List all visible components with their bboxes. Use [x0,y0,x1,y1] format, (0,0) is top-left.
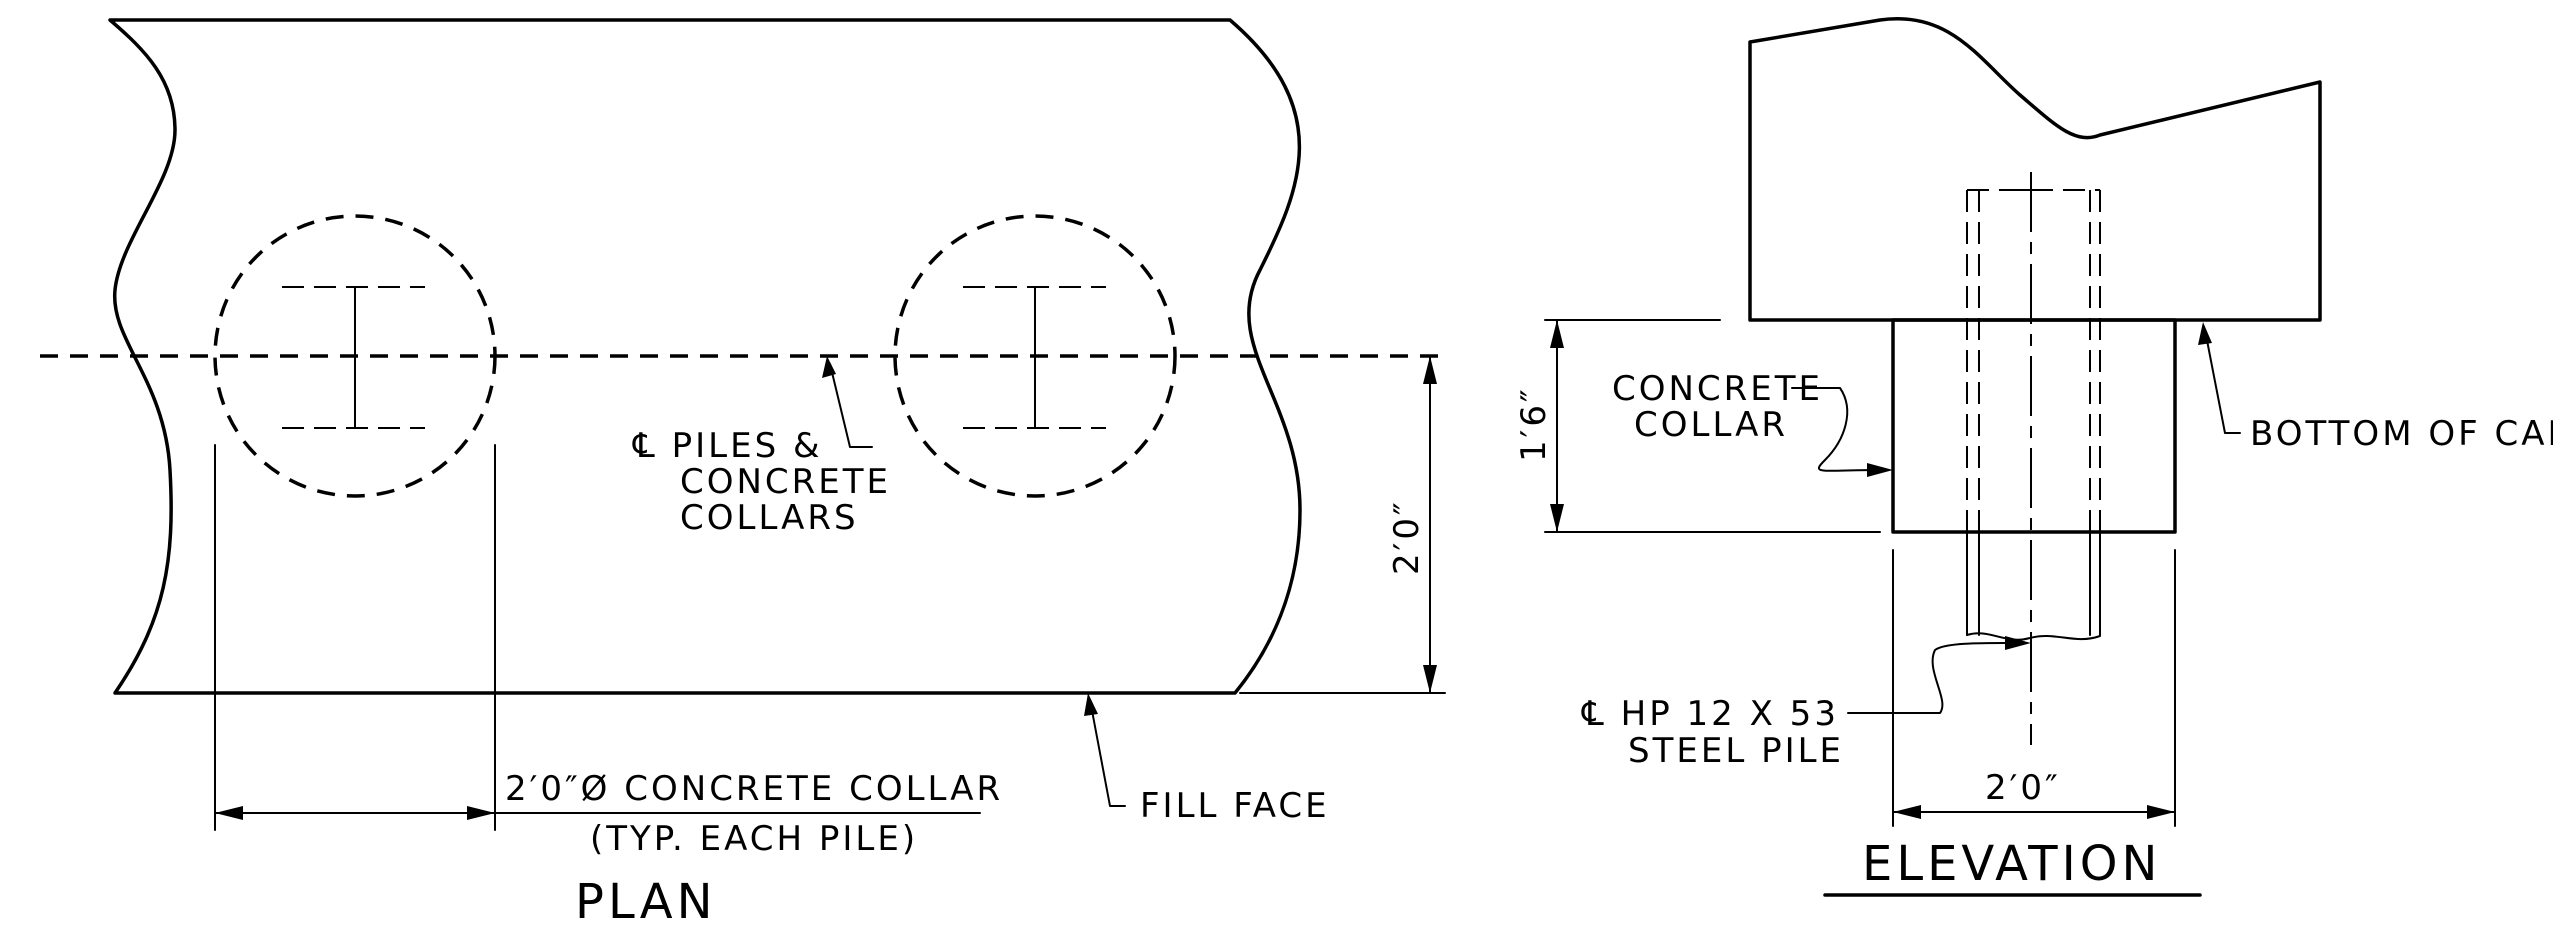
elevation-collar-height-dimension [1544,319,1881,533]
plan-collar-note: (TYP. EACH PILE) [590,819,918,859]
plan-centerline-label-line2: CONCRETE [680,462,891,502]
plan-collar-right [893,214,1177,498]
elevation-bottom-of-cap-leader [2198,322,2241,434]
elevation-collar-width-dimension [1892,549,2176,827]
elevation-pile-label-line1: ℄ HP 12 X 53 [1581,694,1839,734]
plan-centerline-leader [822,356,873,448]
elevation-collar-label-line2: COLLAR [1634,405,1788,445]
plan-collar-label: 2′0″Ø CONCRETE COLLAR [505,769,1003,809]
elevation-view: 1′6″ CONCRETE COLLAR BOTTOM OF CAP ℄ HP … [1514,16,2553,897]
elevation-steel-pile [1966,189,2101,641]
elevation-bottom-of-cap-label: BOTTOM OF CAP [2250,414,2553,454]
plan-pile-right-hp-section [963,286,1106,429]
plan-centerline-label-line1: ℄ PILES & [632,426,823,466]
plan-collar-diameter-dimension [214,444,981,831]
elevation-collar-height-label: 1′6″ [1514,386,1554,462]
elevation-collar-width-label: 2′0″ [1985,768,2061,808]
elevation-collar-label-line1: CONCRETE [1612,369,1823,409]
plan-offset-dimension [1239,355,1446,694]
plan-pile-left-hp-section [282,286,425,429]
plan-footing-outline [108,18,1302,695]
elevation-title: ELEVATION [1862,836,2161,892]
plan-fill-face-leader [1084,693,1126,807]
plan-title: PLAN [575,874,717,925]
elevation-pile-cap [1748,16,2322,322]
elevation-collar-leader [1791,387,1893,477]
plan-view: ℄ PILES & CONCRETE COLLARS 2′0″Ø CONCRET… [40,18,1446,925]
elevation-concrete-collar [1891,318,2177,534]
elevation-pile-label-line2: STEEL PILE [1628,731,1844,771]
plan-collar-left [213,214,497,498]
plan-offset-dimension-label: 2′0″ [1387,499,1427,575]
elevation-pile-leader [1847,636,2031,714]
plan-centerline-label-line3: COLLARS [680,498,859,538]
plan-fill-face-label: FILL FACE [1140,786,1330,826]
